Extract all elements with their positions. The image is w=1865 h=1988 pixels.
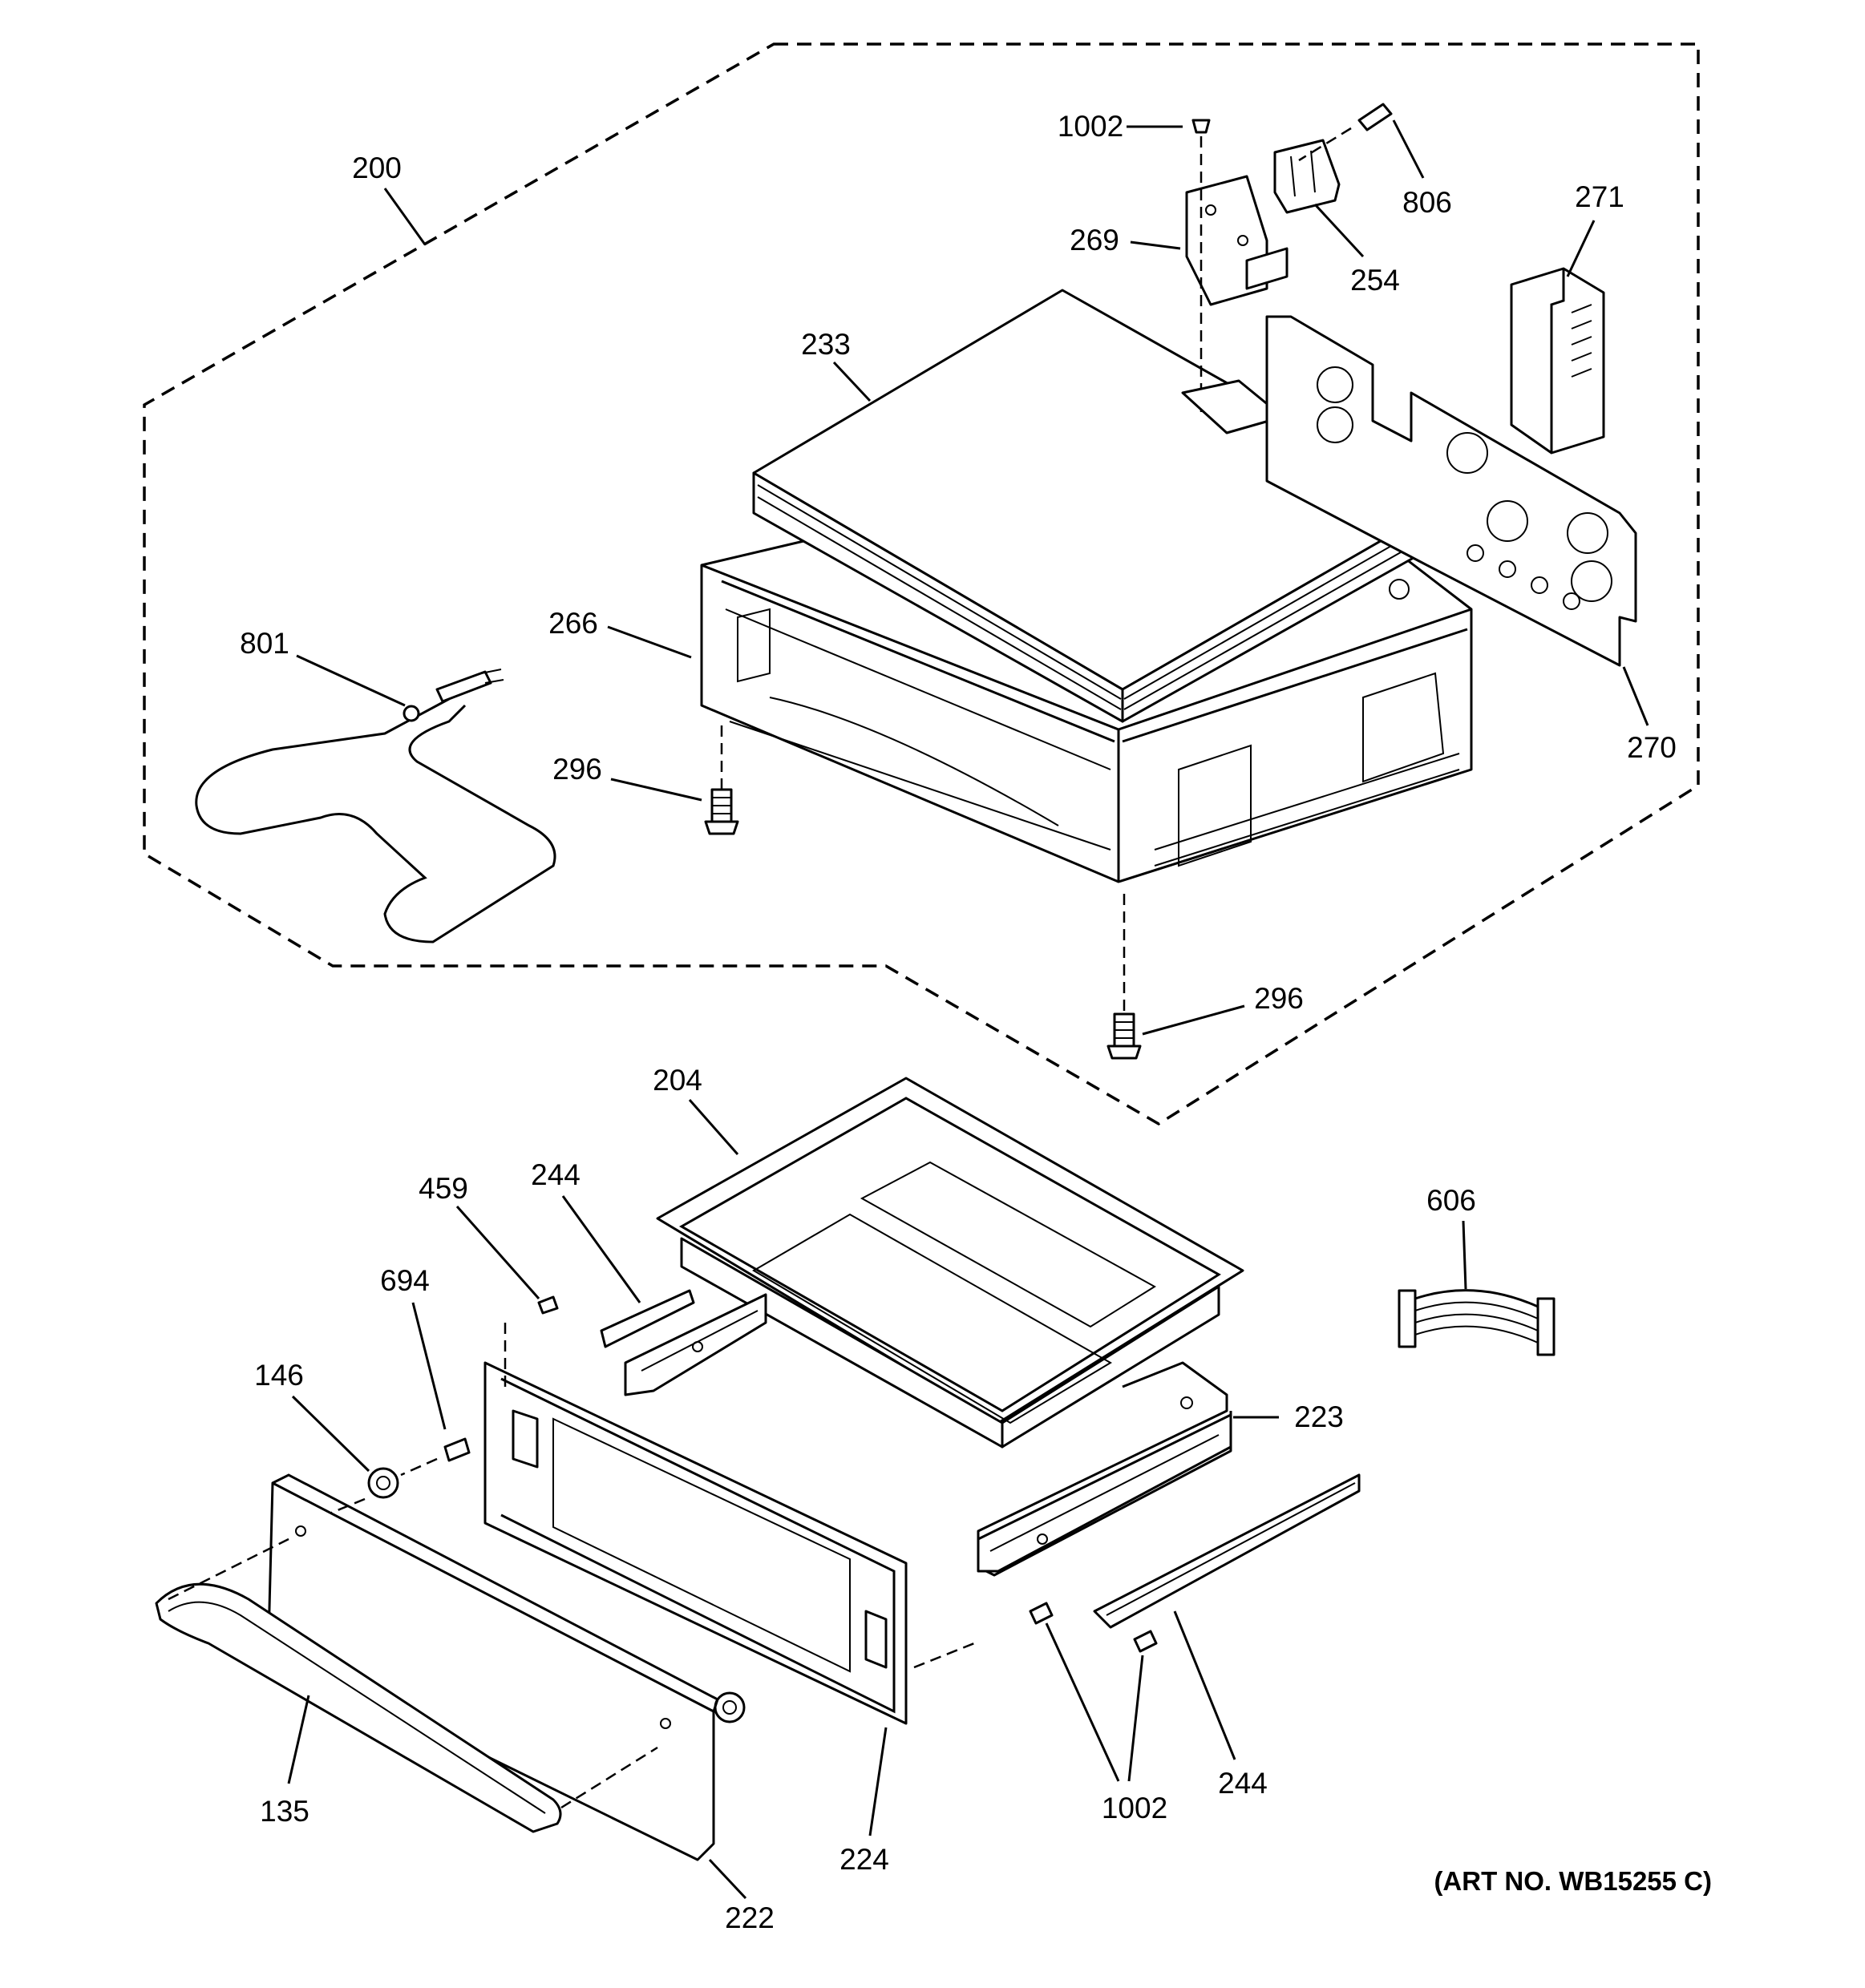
leader-handle-left (168, 1537, 289, 1601)
terminal-block-254 (1273, 139, 1341, 214)
leader-handle-right (560, 1746, 658, 1809)
screw-1002-lower-b (1133, 1630, 1158, 1653)
screw-806 (1357, 103, 1393, 131)
callout-1002-lower: 1002 (1102, 1792, 1167, 1824)
callout-224: 224 (839, 1843, 889, 1876)
callout-1002-top: 1002 (1058, 110, 1123, 143)
callout-233: 233 (801, 328, 851, 361)
bracket-269 (1185, 175, 1289, 306)
leader-screw-694 (400, 1457, 438, 1477)
callout-222: 222 (725, 1901, 775, 1934)
callout-266: 266 (548, 607, 598, 640)
callout-694: 694 (380, 1264, 430, 1297)
art-number: (ART NO. WB15255 C) (1434, 1866, 1712, 1896)
bake-element-801 (195, 669, 556, 943)
callout-269: 269 (1070, 224, 1119, 257)
callout-806: 806 (1402, 186, 1452, 219)
heat-shield-270 (1265, 315, 1637, 667)
callout-606: 606 (1426, 1184, 1476, 1217)
callout-244-lower: 244 (1218, 1767, 1268, 1800)
drawer-pan-204 (656, 1077, 1244, 1449)
assembly-boundary (143, 42, 1700, 1126)
callout-200: 200 (352, 152, 402, 184)
callout-296-lower: 296 (1254, 982, 1304, 1015)
leader-screw-806 (1298, 127, 1352, 162)
slide-rail-244-upper (600, 1289, 767, 1396)
terminal-box-271 (1510, 267, 1605, 455)
screw-1002-lower-a (1029, 1602, 1054, 1625)
callout-270: 270 (1627, 731, 1677, 764)
leveling-leg-296-right (1106, 1012, 1142, 1060)
drawer-inner-panel-224 (483, 1361, 908, 1725)
drawer-frame-223 (977, 1361, 1232, 1577)
callout-135: 135 (260, 1795, 309, 1828)
spacer-146-left (367, 1467, 399, 1499)
insulation-233 (752, 289, 1445, 723)
callout-801: 801 (240, 627, 289, 660)
slide-rail-244-lower (1093, 1473, 1361, 1629)
callout-223: 223 (1294, 1400, 1344, 1433)
leveling-leg-296-left (704, 788, 739, 835)
leader-panel-rail (913, 1642, 975, 1669)
spacer-146-right (714, 1691, 746, 1723)
callout-146: 146 (254, 1359, 304, 1392)
screw-1002-top (1191, 119, 1211, 134)
callout-296-upper: 296 (552, 753, 602, 786)
callout-459: 459 (419, 1172, 468, 1205)
callout-244-upper: 244 (531, 1158, 581, 1191)
screw-694 (443, 1437, 471, 1462)
callout-254: 254 (1350, 264, 1400, 297)
handle-135 (155, 1582, 562, 1833)
callout-204: 204 (653, 1064, 702, 1097)
wire-harness-606 (1398, 1289, 1556, 1356)
callout-271: 271 (1575, 180, 1624, 213)
screw-459 (537, 1295, 559, 1315)
